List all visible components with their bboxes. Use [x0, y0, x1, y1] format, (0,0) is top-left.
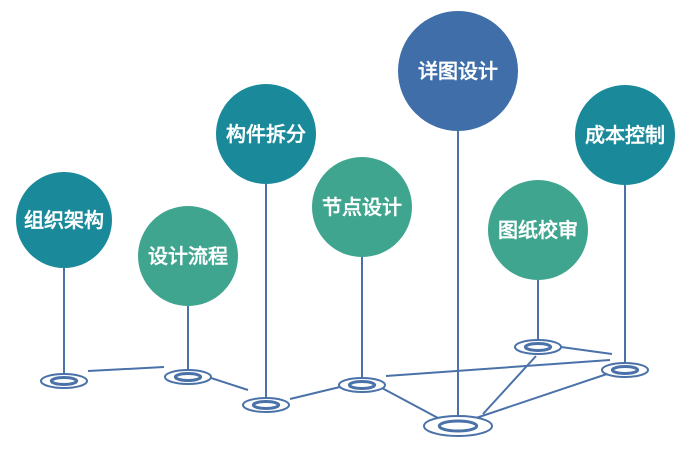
pin-base-inner-cost	[610, 365, 640, 375]
pin-base-outer-org	[40, 373, 88, 389]
pin-label-review: 图纸校审	[498, 218, 578, 242]
pin-label-cost: 成本控制	[585, 123, 665, 147]
pin-base-inner-review	[523, 342, 553, 352]
pin-base-outer-joint	[338, 377, 386, 393]
pin-label-flow: 设计流程	[148, 244, 228, 268]
pin-base-outer-review	[514, 339, 562, 355]
pin-base-outer-detail	[423, 415, 493, 437]
connector-line-4	[379, 386, 439, 419]
pin-stems	[63, 131, 626, 426]
pin-base-outer-split	[242, 397, 290, 413]
pin-base-outer-flow	[164, 369, 212, 385]
pin-head-joint	[312, 157, 412, 257]
pin-base-inner-split	[251, 400, 281, 410]
pin-label-detail: 详图设计	[418, 59, 498, 83]
pin-head-detail	[398, 11, 518, 131]
connector-lines	[87, 346, 613, 419]
pin-base-inner-joint	[347, 380, 377, 390]
pin-head-cost	[575, 85, 675, 185]
connector-line-6	[475, 372, 611, 419]
pin-head-flow	[138, 206, 238, 306]
pin-base-inner-flow	[173, 372, 203, 382]
pin-base-inner-org	[49, 376, 79, 386]
pin-label-split: 构件拆分	[226, 122, 306, 146]
pin-base-inner-detail	[437, 419, 479, 433]
connector-line-5	[385, 359, 611, 377]
connector-line-3	[289, 385, 345, 400]
connector-line-8	[560, 346, 613, 355]
pin-label-joint: 节点设计	[322, 195, 402, 219]
pin-head-org	[16, 172, 112, 268]
pin-head-split	[216, 84, 316, 184]
connector-line-1	[87, 366, 165, 372]
pin-head-review	[488, 180, 588, 280]
connector-line-7	[482, 355, 537, 415]
pin-label-org: 组织架构	[24, 208, 104, 232]
connector-line-2	[207, 376, 249, 391]
pin-base-outer-cost	[601, 362, 649, 378]
pin-bases	[40, 339, 649, 437]
